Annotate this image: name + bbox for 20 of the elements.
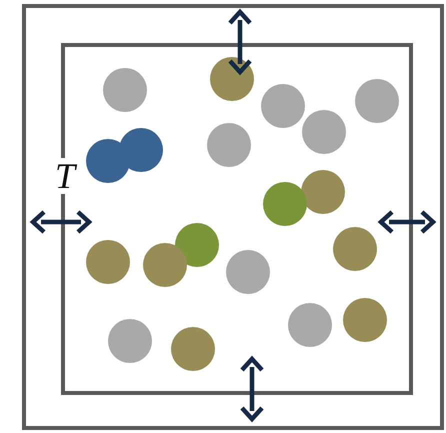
particle-circle: [302, 110, 346, 154]
particle-circle: [210, 57, 254, 101]
particle-circle: [226, 250, 270, 294]
particle-circle: [301, 170, 345, 214]
particle-circle: [333, 227, 377, 271]
particle-circle: [86, 240, 130, 284]
particle-circle: [261, 84, 305, 128]
particle-circle: [343, 298, 387, 342]
particle-circle: [175, 223, 219, 267]
particle-circle: [288, 303, 332, 347]
temperature-symbol: T: [54, 158, 76, 194]
particle-circle: [143, 243, 187, 287]
particle-circle: [207, 123, 251, 167]
particle-circle: [171, 327, 215, 371]
particle-circle: [263, 182, 307, 226]
particle-circle: [103, 68, 147, 112]
particle-circle: [355, 79, 399, 123]
container-box: [22, 4, 444, 430]
particle-circle: [86, 139, 130, 183]
particle-circle: [108, 319, 152, 363]
